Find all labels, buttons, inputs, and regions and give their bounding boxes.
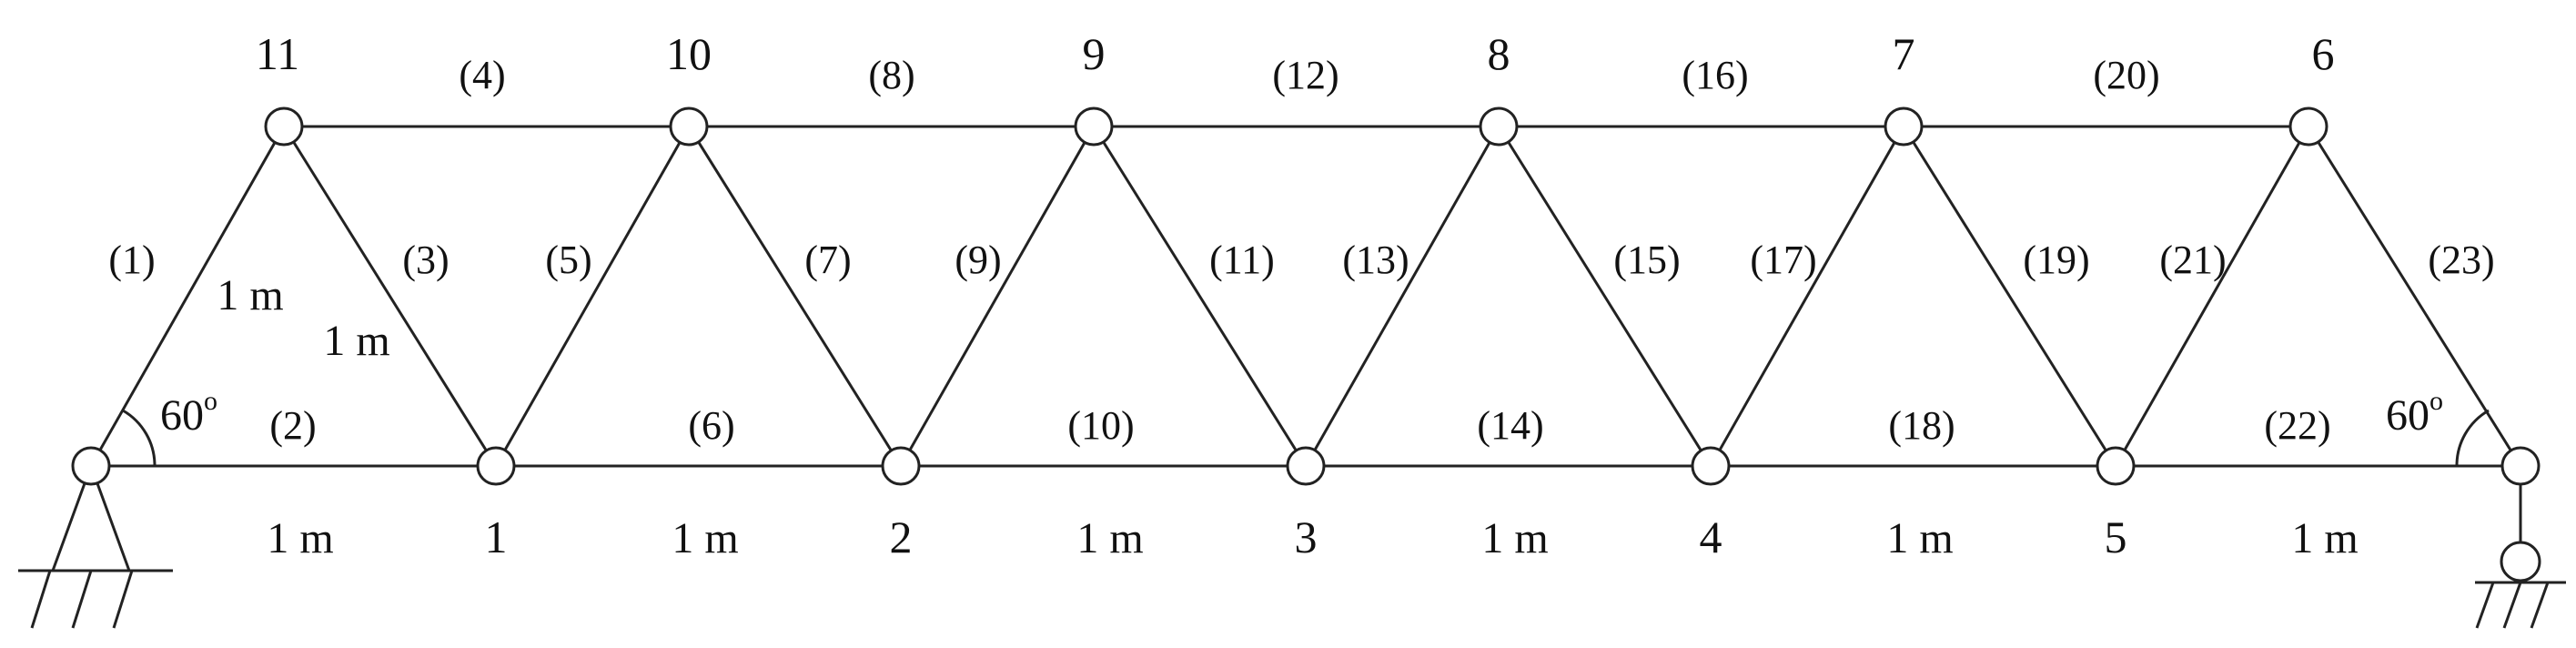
joint-2 bbox=[881, 446, 921, 486]
member-5 bbox=[494, 126, 691, 467]
dimension-label-bottom-3: 1 m bbox=[1076, 514, 1143, 562]
dimension-label-bottom-6: 1 m bbox=[2291, 514, 2358, 562]
member-label-1: (1) bbox=[108, 238, 155, 282]
joint-right-support bbox=[2500, 446, 2541, 486]
member-label-17: (17) bbox=[1750, 238, 1816, 282]
member-19 bbox=[1902, 126, 2117, 467]
member-label-21: (21) bbox=[2159, 238, 2226, 282]
joint-3 bbox=[1286, 446, 1326, 486]
node-label-10: 10 bbox=[666, 28, 712, 79]
joint-9 bbox=[1074, 106, 1114, 147]
member-1 bbox=[89, 126, 286, 467]
node-label-9: 9 bbox=[1083, 28, 1106, 79]
dimension-label-bottom-2: 1 m bbox=[672, 514, 738, 562]
member-label-19: (19) bbox=[2023, 238, 2089, 282]
member-label-12: (12) bbox=[1272, 53, 1339, 97]
node-labels: 1 2 3 4 5 6 7 8 9 10 11 bbox=[256, 28, 2335, 562]
joint-1 bbox=[476, 446, 516, 486]
member-label-18: (18) bbox=[1888, 403, 1955, 448]
member-label-15: (15) bbox=[1613, 238, 1680, 282]
member-label-20: (20) bbox=[2093, 53, 2159, 97]
joint-10 bbox=[669, 106, 709, 147]
node-label-6: 6 bbox=[2312, 28, 2335, 79]
member-label-7: (7) bbox=[804, 238, 851, 282]
member-label-2: (2) bbox=[269, 403, 316, 448]
dimension-label-bottom-4: 1 m bbox=[1481, 514, 1548, 562]
dimension-labels: 1 m 1 m 1 m 1 m 1 m 1 m 1 m 1 m bbox=[217, 271, 2358, 562]
dimension-label-bottom-5: 1 m bbox=[1886, 514, 1953, 562]
pin-support-left bbox=[18, 465, 173, 629]
member-9 bbox=[899, 126, 1096, 467]
angle-label-right: 60o bbox=[2386, 386, 2443, 440]
member-label-4: (4) bbox=[459, 53, 505, 97]
joint-7 bbox=[1884, 106, 1924, 147]
member-label-5: (5) bbox=[545, 238, 591, 282]
member-label-8: (8) bbox=[868, 53, 914, 97]
member-label-10: (10) bbox=[1067, 403, 1134, 448]
angle-label-left: 60o bbox=[160, 386, 217, 440]
joint-5 bbox=[2096, 446, 2136, 486]
joint-left-support bbox=[71, 446, 111, 486]
member-label-11: (11) bbox=[1209, 238, 1275, 282]
angle-labels: 60o 60o bbox=[160, 386, 2443, 440]
node-label-8: 8 bbox=[1488, 28, 1510, 79]
node-label-1: 1 bbox=[485, 511, 508, 562]
joint-8 bbox=[1479, 106, 1519, 147]
member-3 bbox=[282, 126, 498, 467]
joint-6 bbox=[2288, 106, 2329, 147]
roller-support-right bbox=[2475, 466, 2566, 629]
member-labels: (1) (2) (3) (4) (5) (6) (7) (8) (9) (10)… bbox=[108, 53, 2494, 448]
dimension-label-bottom-1: 1 m bbox=[267, 514, 333, 562]
member-11 bbox=[1092, 126, 1308, 467]
member-13 bbox=[1304, 126, 1500, 467]
member-label-16: (16) bbox=[1682, 53, 1748, 97]
joint-4 bbox=[1691, 446, 1731, 486]
member-label-13: (13) bbox=[1342, 238, 1409, 282]
member-label-23: (23) bbox=[2428, 238, 2494, 282]
node-label-2: 2 bbox=[890, 511, 913, 562]
member-7 bbox=[687, 126, 903, 467]
angle-arc-right bbox=[2455, 409, 2490, 467]
node-label-5: 5 bbox=[2105, 511, 2127, 562]
node-label-4: 4 bbox=[1700, 511, 1722, 562]
member-label-6: (6) bbox=[688, 403, 734, 448]
joint-11 bbox=[264, 106, 304, 147]
member-21 bbox=[2114, 126, 2310, 467]
dimension-label-diagonal-1: 1 m bbox=[217, 271, 283, 319]
dimension-label-diagonal-2: 1 m bbox=[323, 317, 389, 365]
member-label-14: (14) bbox=[1477, 403, 1543, 448]
member-label-22: (22) bbox=[2264, 403, 2330, 448]
truss-joints bbox=[71, 106, 2541, 486]
node-label-11: 11 bbox=[256, 28, 299, 79]
member-17 bbox=[1709, 126, 1905, 467]
node-label-7: 7 bbox=[1893, 28, 1915, 79]
node-label-3: 3 bbox=[1295, 511, 1318, 562]
member-15 bbox=[1497, 126, 1712, 467]
member-23 bbox=[2307, 126, 2522, 467]
member-label-3: (3) bbox=[402, 238, 449, 282]
member-label-9: (9) bbox=[955, 238, 1001, 282]
truss-members bbox=[89, 125, 2522, 468]
angle-arc-left bbox=[122, 409, 157, 467]
